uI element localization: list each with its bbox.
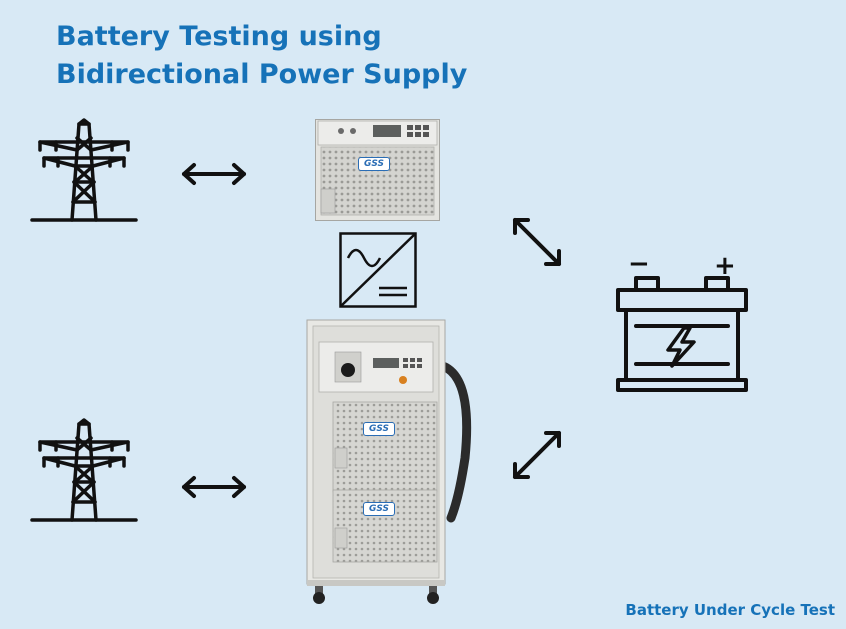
battery-plus-sign: + <box>714 251 736 281</box>
brand-logo: GSS <box>358 157 391 171</box>
power-tower-icon <box>30 118 138 222</box>
page-title: Battery Testing using Bidirectional Powe… <box>56 18 467 94</box>
title-line-1: Battery Testing using <box>56 21 382 52</box>
diagonal-double-arrow-icon <box>513 431 561 479</box>
double-arrow-icon <box>182 163 246 185</box>
battery-minus-sign: − <box>628 249 650 279</box>
power-supply-cabinet <box>306 319 472 604</box>
double-arrow-icon <box>182 476 246 498</box>
ac-dc-converter-icon <box>339 232 417 308</box>
power-tower-icon <box>30 418 138 522</box>
brand-logo: GSS <box>363 422 396 436</box>
car-battery-icon <box>616 276 748 392</box>
title-line-2: Bidirectional Power Supply <box>56 59 468 90</box>
diagonal-double-arrow-icon <box>513 218 561 266</box>
caption: Battery Under Cycle Test <box>625 601 835 619</box>
brand-logo: GSS <box>363 502 396 516</box>
